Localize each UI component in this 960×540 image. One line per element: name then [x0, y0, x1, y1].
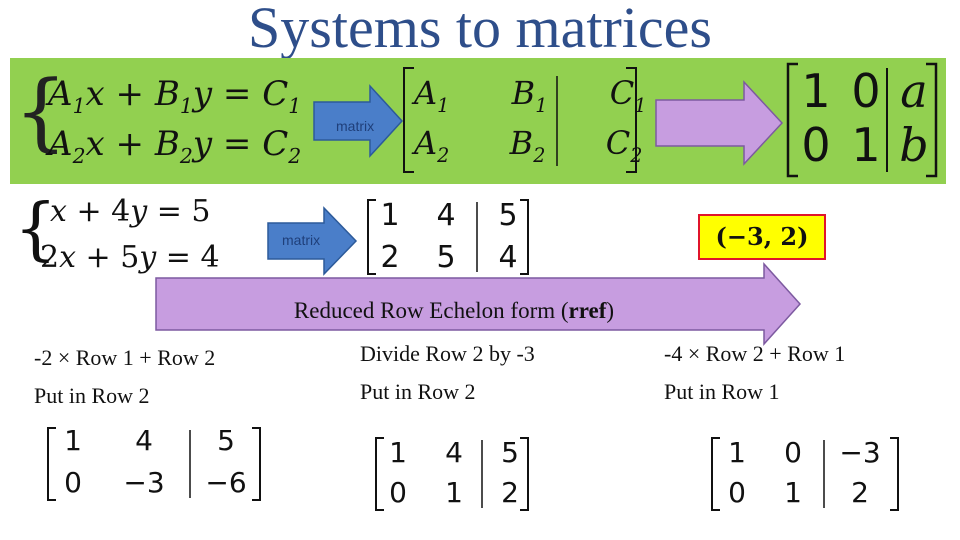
example-cell-1-1: 1: [380, 198, 400, 233]
example-cell-1-2: 4: [436, 198, 456, 233]
step-3-cell-2-3: 2: [851, 476, 869, 509]
step-1-cell-2-2: −3: [123, 466, 165, 499]
result-cell-2-3: b: [899, 118, 929, 172]
example-cell-2-2: 5: [436, 240, 456, 275]
rref-banner-arrow: [155, 262, 802, 346]
example-matrix: [367, 199, 529, 275]
step-3-line-1: -4 × Row 2 + Row 1: [664, 341, 846, 366]
step-1-cell-1-3: 5: [217, 424, 235, 457]
result-cell-2-1: 0: [801, 118, 831, 172]
augmented-row-2: A2 B2 C2: [414, 124, 643, 167]
matrix-arrow-general: [313, 84, 404, 158]
augmented-matrix-general: [403, 67, 637, 173]
step-1-cell-2-1: 0: [64, 466, 82, 499]
step-2-line-1: Divide Row 2 by -3: [360, 341, 535, 366]
step-2-cell-2-1: 0: [389, 476, 407, 509]
step-2-cell-2-3: 2: [501, 476, 519, 509]
step-2-cell-1-2: 4: [445, 436, 463, 469]
rref-banner-label: Reduced Row Echelon form (rref): [293, 298, 615, 323]
result-cell-1-1: 1: [801, 64, 831, 118]
example-equation-2: 2𝑥 + 5𝑦 = 4: [40, 240, 220, 275]
identity-matrix-general: [786, 62, 938, 178]
result-cell-1-2: 0: [851, 64, 881, 118]
general-form-band: [10, 58, 946, 184]
example-brace: {: [14, 190, 58, 269]
step-2-line-2: Put in Row 2: [360, 379, 476, 404]
example-cell-1-3: 5: [498, 198, 518, 233]
step-3-cell-1-2: 0: [784, 436, 802, 469]
step-1-cell-2-3: −6: [205, 466, 247, 499]
step-1-cell-1-1: 1: [64, 424, 82, 457]
augmented-row-1: A1 B1 C1: [414, 74, 647, 117]
solution-box: (−𝟑, 𝟐): [698, 214, 826, 260]
step-2-cell-1-1: 1: [389, 436, 407, 469]
step-3-cell-2-2: 1: [784, 476, 802, 509]
step-1-cell-1-2: 4: [135, 424, 153, 457]
step-2-cell-1-3: 5: [501, 436, 519, 469]
result-cell-1-3: a: [900, 64, 928, 118]
matrix-arrow-example: [267, 206, 358, 276]
step-2-cell-2-2: 1: [445, 476, 463, 509]
step-2-matrix: [375, 437, 529, 511]
matrix-arrow-label-general: matrix: [336, 118, 375, 134]
step-3-matrix: [711, 437, 899, 511]
step-1-matrix: [47, 427, 261, 501]
example-cell-2-3: 4: [498, 240, 518, 275]
matrix-arrow-label-example: matrix: [282, 232, 321, 248]
step-3-cell-1-1: 1: [728, 436, 746, 469]
rref-arrow-general: [655, 80, 784, 166]
page-title: Systems to matrices: [248, 0, 712, 60]
general-equation-2: A2x + B2y = C2: [48, 124, 302, 168]
step-3-cell-1-3: −3: [839, 436, 881, 469]
system-brace: {: [14, 62, 68, 160]
example-equation-1: 𝑥 + 4𝑦 = 5: [50, 194, 211, 229]
step-1-line-2: Put in Row 2: [34, 383, 150, 408]
step-3-line-2: Put in Row 1: [664, 379, 780, 404]
step-3-cell-2-1: 0: [728, 476, 746, 509]
step-1-line-1: -2 × Row 1 + Row 2: [34, 345, 216, 370]
general-equation-1: A1x + B1y = C1: [48, 74, 302, 118]
result-cell-2-2: 1: [851, 118, 881, 172]
example-cell-2-1: 2: [380, 240, 400, 275]
